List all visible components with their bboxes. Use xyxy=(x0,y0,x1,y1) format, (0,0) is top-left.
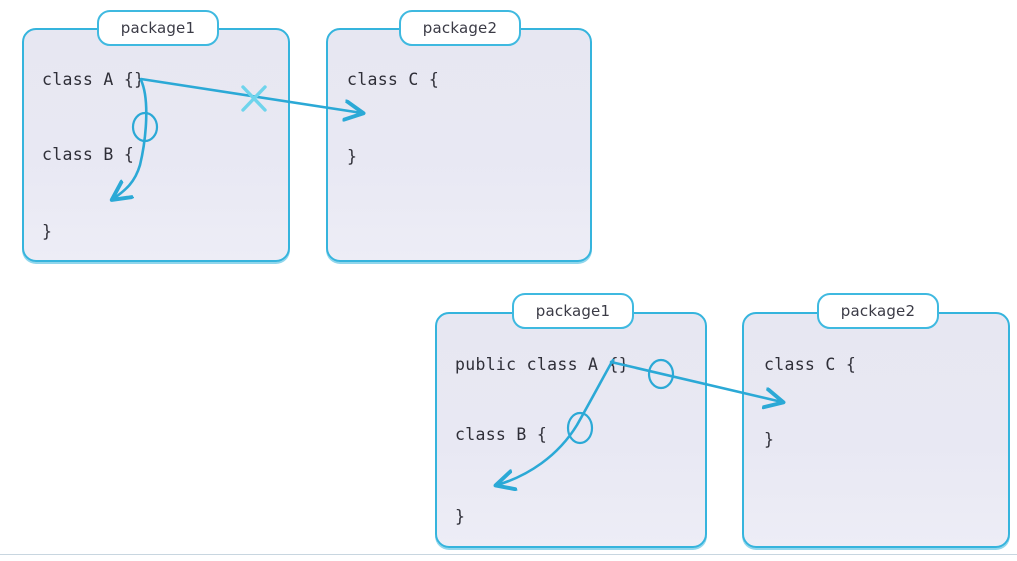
code-line-bottom-p1-2: } xyxy=(455,507,466,526)
code-line-top-p1-2: } xyxy=(42,222,53,241)
code-line-top-p2-1: } xyxy=(347,147,358,166)
package-label-text: package2 xyxy=(840,301,916,320)
package-label-top-package1: package1 xyxy=(97,10,219,46)
code-line-top-p2-0: class C { xyxy=(347,70,440,89)
package-label-text: package2 xyxy=(422,18,498,37)
code-line-bottom-p2-1: } xyxy=(764,430,775,449)
package-box-top-package1 xyxy=(22,28,290,262)
code-line-bottom-p2-0: class C { xyxy=(764,355,857,374)
code-line-top-p1-0: class A {} xyxy=(42,70,145,89)
code-line-bottom-p1-0: public class A {} xyxy=(455,355,629,374)
package-label-bottom-package2: package2 xyxy=(817,293,939,329)
footer-divider xyxy=(0,554,1017,555)
code-line-bottom-p1-1: class B { xyxy=(455,425,548,444)
package-label-bottom-package1: package1 xyxy=(512,293,634,329)
package-label-top-package2: package2 xyxy=(399,10,521,46)
package-label-text: package1 xyxy=(120,18,196,37)
package-box-bottom-package2 xyxy=(742,312,1010,548)
package-label-text: package1 xyxy=(535,301,611,320)
package-box-top-package2 xyxy=(326,28,592,262)
code-line-top-p1-1: class B { xyxy=(42,145,135,164)
